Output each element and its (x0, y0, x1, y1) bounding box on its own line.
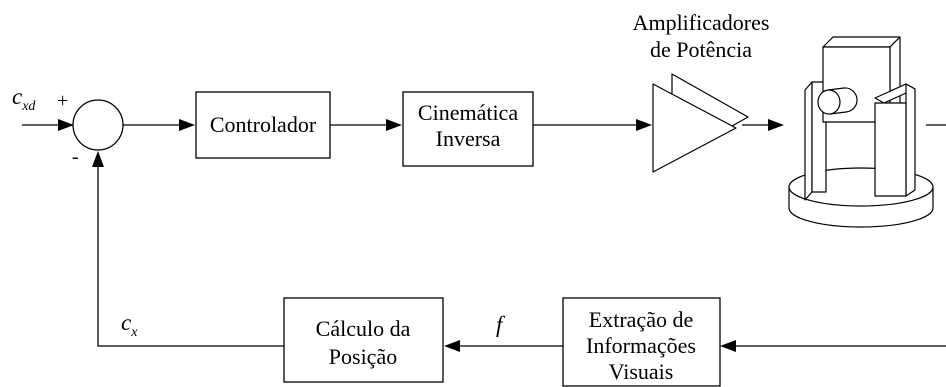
robot-right-support-side (905, 83, 916, 197)
plus-sign: + (57, 90, 68, 112)
amplifier-label-line1: Amplificadores (633, 10, 770, 35)
feature-extraction-label-line1: Extração de (589, 307, 693, 332)
robot-input-arrowhead (768, 119, 784, 131)
minus-sign: - (72, 146, 79, 168)
amplifier-input-arrowhead (636, 119, 652, 131)
kinematics-input-arrowhead (386, 119, 402, 131)
features-signal-label: f (496, 312, 506, 337)
position-calculation-block (283, 297, 444, 383)
summing-junction (72, 99, 124, 151)
camera-body-top (822, 36, 901, 48)
inverse-kinematics-label-line2: Inversa (436, 126, 501, 151)
extraction-input-arrowhead (720, 340, 736, 352)
controller-block (195, 91, 331, 159)
position-calc-label-line2: Posição (329, 344, 397, 369)
feature-extraction-label-line2: Informações (586, 333, 696, 358)
amplifier-front-triangle (652, 83, 737, 173)
amplifier-label-line2: de Potência (650, 37, 752, 62)
controller-label: Controlador (210, 112, 317, 137)
reference-signal-label: cxd (12, 84, 36, 114)
camera-lens-front (817, 89, 841, 115)
robot-pan-tilt-camera-drawing (788, 36, 934, 228)
reference-arrowhead (58, 119, 74, 131)
position-calc-input-arrowhead (444, 340, 460, 352)
controller-input-arrowhead (179, 119, 195, 131)
feature-extraction-label-line3: Visuais (609, 359, 674, 384)
feedback-signal-label: cx (121, 310, 138, 340)
visual-feature-extraction-block (562, 297, 721, 387)
inverse-kinematics-label-line1: Cinemática (418, 100, 518, 125)
inverse-kinematics-block (402, 91, 534, 167)
robot-left-support-side (804, 81, 813, 201)
position-feedback-wire (97, 166, 284, 347)
junction-feedback-arrowhead (92, 151, 104, 167)
robot-right-support-front (874, 102, 907, 197)
position-calc-label-line1: Cálculo da (316, 316, 411, 341)
